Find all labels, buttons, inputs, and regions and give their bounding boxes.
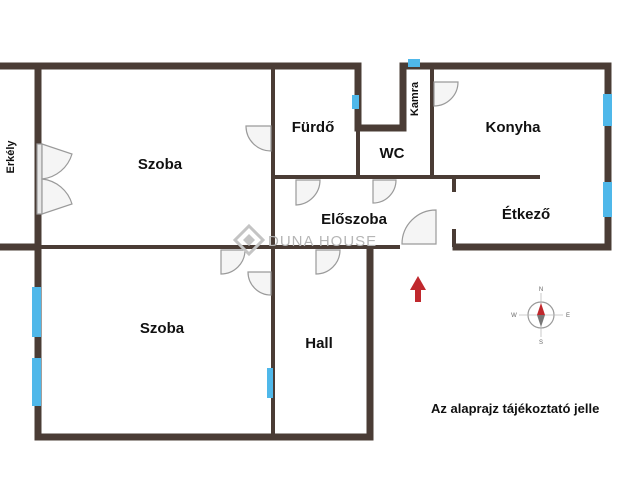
windows	[32, 59, 612, 406]
door-szoba-top	[245, 125, 272, 152]
doors	[220, 81, 459, 296]
door-furdo	[295, 179, 321, 206]
door-wc	[372, 179, 397, 204]
compass-n: N	[539, 287, 543, 293]
balcony-door	[36, 143, 73, 215]
door-hall	[315, 249, 341, 275]
room-labels: Erkély Szoba Fürdő Kamra Konyha WC Elősz…	[5, 81, 550, 352]
window-kamra	[408, 59, 420, 67]
room-label-szoba-bottom: Szoba	[140, 320, 185, 337]
entrance-arrow-icon	[410, 276, 426, 302]
window-konyha	[603, 94, 612, 126]
door-kamra	[433, 81, 459, 107]
room-label-wc: WC	[380, 145, 405, 162]
compass-e: E	[566, 313, 570, 319]
room-label-konyha: Konyha	[485, 119, 541, 136]
door-szoba-bottom	[220, 249, 246, 275]
window-szoba-2	[32, 358, 41, 406]
window-furdo	[352, 95, 359, 109]
room-label-kamra: Kamra	[409, 81, 421, 116]
door-entrance	[401, 209, 437, 245]
compass-icon: N E S W	[511, 287, 570, 346]
compass-w: W	[511, 313, 517, 319]
room-label-szoba-top: Szoba	[138, 156, 183, 173]
duna-house-logo-icon	[232, 223, 266, 257]
window-etkezo	[603, 182, 612, 217]
room-label-hall: Hall	[305, 335, 333, 352]
room-label-erkely: Erkély	[5, 140, 17, 174]
inner-walls	[38, 66, 540, 437]
room-label-eloszoba: Előszoba	[321, 211, 388, 228]
door-szoba-bottom-2	[247, 271, 272, 296]
watermark-text: DUNA HOUSE	[268, 233, 377, 250]
window-szoba-1	[32, 287, 41, 337]
disclaimer-note: Az alaprajz tájékoztató jelle	[431, 401, 599, 416]
watermark: DUNA HOUSE	[232, 223, 377, 257]
window-hall	[267, 368, 273, 398]
compass-s: S	[539, 340, 543, 346]
room-label-furdo: Fürdő	[292, 119, 335, 136]
room-label-etkezo: Étkező	[502, 206, 550, 223]
